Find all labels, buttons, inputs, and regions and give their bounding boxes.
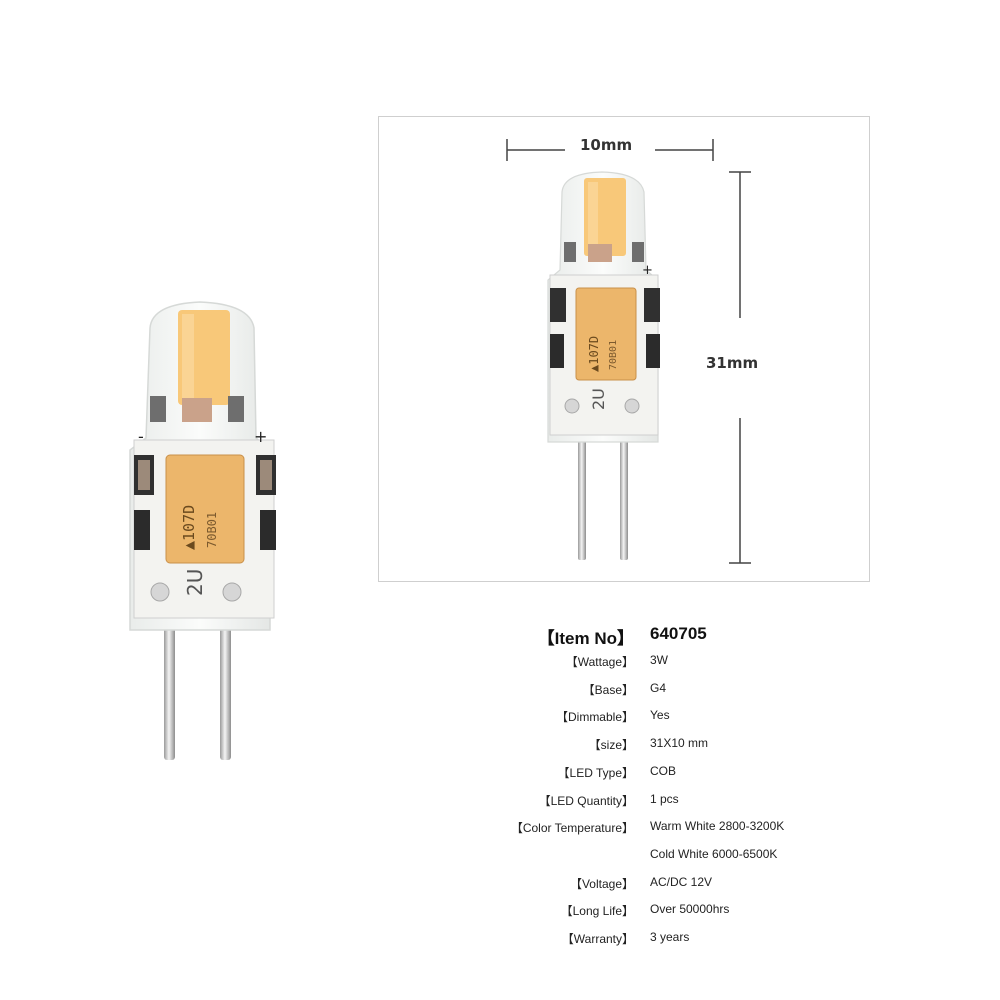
spec-label: 【Voltage】 [569,877,634,891]
capacitor-marking-2: 70B01 [205,512,219,548]
small-board-2u-mark: 2U [589,388,608,410]
spec-row-item-no: 【Item No】 640705 [0,624,1000,648]
spec-value: Cold White 6000-6500K [650,847,778,861]
small-board-plus-mark: + [642,263,653,278]
spec-label: 【Base】 [582,683,634,697]
spec-label: 【Long Life】 [560,904,634,918]
small-capacitor-marking: ▲107D [587,336,601,372]
board-minus-mark: - [138,427,144,446]
board-plus-mark: + [254,427,267,446]
spec-label: 【Item No】 [537,629,634,648]
spec-label: 【LED Quantity】 [538,794,634,808]
spec-value: Warm White 2800-3200K [650,819,785,833]
height-dimension-line [729,171,751,564]
spec-value: AC/DC 12V [650,875,713,889]
spec-value: G4 [650,681,667,695]
spec-value: 1 pcs [650,792,679,806]
tantalum-capacitor [165,454,245,564]
spec-value: 640705 [650,624,707,643]
spec-label: 【Dimmable】 [555,710,634,724]
spec-label: 【Wattage】 [565,655,634,669]
spec-label: 【Warranty】 [561,932,634,946]
bulb-pin-right [220,620,231,760]
spec-value: 3 years [650,930,690,944]
spec-value: COB [650,764,677,778]
spec-label: 【Color Temperature】 [510,821,634,835]
bulb-pin-left [164,620,175,760]
spec-value: Yes [650,708,670,722]
spec-value: 3W [650,653,668,667]
spec-value: 31X10 mm [650,736,709,750]
spec-label: 【LED Type】 [557,766,634,780]
small-capacitor-marking-2: 70B01 [608,340,619,370]
width-dimension-line [506,139,714,161]
small-bulb-image: ▲107D 70B01 + 2U [547,171,660,560]
height-label: 31mm [706,354,759,372]
board-2u-mark: 2U [183,569,207,596]
width-label: 10mm [580,136,633,154]
spec-label: 【size】 [588,738,634,752]
large-bulb-image: ▲107D 70B01 + - 2U [129,301,276,760]
spec-value: Over 50000hrs [650,902,730,916]
capacitor-marking: ▲107D [180,505,198,550]
